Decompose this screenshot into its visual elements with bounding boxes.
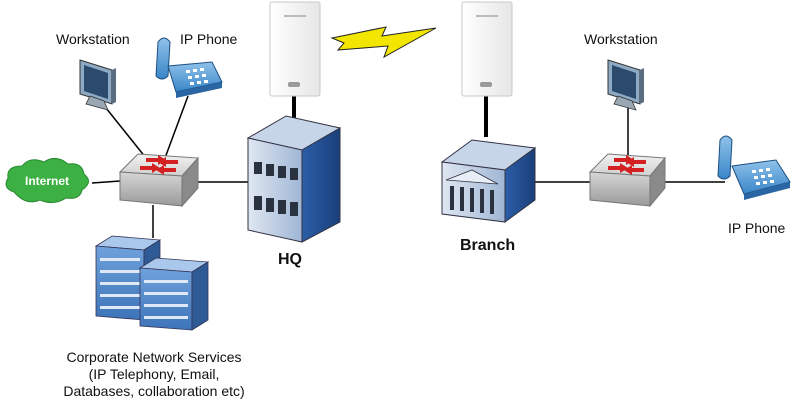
links [91, 95, 725, 238]
ip-phone-left-icon [155, 37, 223, 98]
switch-right-icon [588, 153, 667, 208]
link-internet-switch [91, 180, 121, 184]
server-front [138, 257, 210, 331]
ip-phone-left-label: IP Phone [180, 31, 238, 47]
access-point-hq [269, 1, 321, 97]
internet-cloud-icon [5, 158, 89, 204]
servers-icon [94, 235, 210, 331]
access-point-branch [461, 1, 513, 97]
workstation-left-icon [79, 59, 116, 111]
link-workstation-switch [105, 107, 147, 159]
services-line-1: Corporate Network Services [66, 349, 242, 365]
internet-label: Internet [25, 174, 70, 188]
branch-label: Branch [460, 237, 516, 254]
wireless-link-icon [330, 26, 437, 59]
workstation-left-label: Workstation [56, 31, 130, 47]
ip-phone-right-icon [717, 135, 791, 200]
services-line-3: Databases, collaboration etc) [63, 383, 245, 399]
switch-left-icon [118, 153, 200, 208]
workstation-right-icon [607, 59, 644, 111]
hq-building-icon [246, 115, 342, 243]
workstation-right-label: Workstation [584, 31, 658, 47]
link-phone-switch [164, 95, 189, 159]
hq-label: HQ [278, 251, 302, 268]
services-line-2: (IP Telephony, Email, [88, 366, 220, 382]
ip-phone-right-label: IP Phone [728, 220, 786, 236]
corporate-services-label: Corporate Network Services (IP Telephony… [40, 349, 268, 400]
branch-building-icon [440, 139, 537, 223]
